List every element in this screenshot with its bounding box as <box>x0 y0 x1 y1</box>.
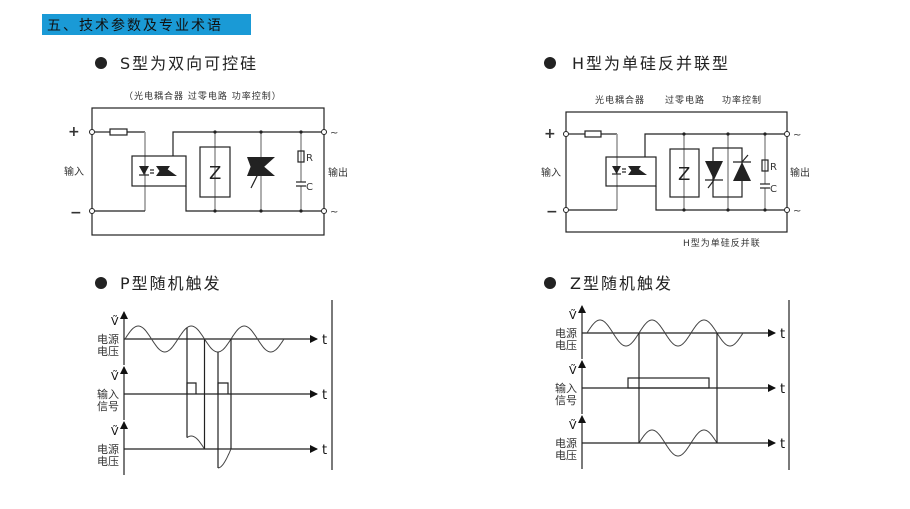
section-header-title: 五、技术参数及专业术语 <box>47 17 223 34</box>
input-pulse <box>627 377 710 389</box>
svg-text:~: ~ <box>330 128 338 139</box>
zero-cross-box <box>199 146 231 198</box>
svg-text:+: + <box>68 124 80 140</box>
output-label: 输出 <box>790 166 810 179</box>
svg-text:功率控制: 功率控制 <box>722 94 762 106</box>
row-label: 电源 <box>97 332 119 346</box>
svg-text:~: ~ <box>793 130 801 141</box>
input-pulse <box>186 382 197 394</box>
input-label: 输入 <box>541 166 561 179</box>
t-label: t <box>322 443 327 458</box>
output-half-wave <box>217 448 232 469</box>
svg-text:Z: Z <box>209 163 221 184</box>
output-wave <box>638 429 718 457</box>
svg-text:R: R <box>306 153 313 164</box>
row-label: 电源 <box>97 442 119 456</box>
section-header-bar <box>42 14 251 35</box>
v-label: Ṽ <box>569 419 577 432</box>
output-half-wave <box>186 435 205 450</box>
row-label: 电压 <box>555 449 577 462</box>
input-label: 输入 <box>64 165 84 178</box>
svg-text:Z: Z <box>678 164 690 185</box>
row-label: 电压 <box>97 345 119 358</box>
v-label: Ṽ <box>111 425 119 438</box>
row-label: 信号 <box>555 394 577 407</box>
bullet-icon <box>95 277 107 289</box>
v-label: Ṽ <box>111 315 119 328</box>
s-type-circuit: Z R C <box>89 107 327 236</box>
bullet-icon <box>95 57 107 69</box>
triac-icon <box>247 157 275 189</box>
t-label: t <box>780 382 785 397</box>
row-label: 电源 <box>555 436 577 450</box>
t-label: t <box>322 333 327 348</box>
input-pulse <box>217 382 229 394</box>
h-type-caption: H型为单硅反并联 <box>683 237 761 249</box>
row-label: 电压 <box>97 455 119 468</box>
optocoupler-icon <box>605 156 657 187</box>
svg-text:+: + <box>544 126 556 142</box>
resistor-icon <box>584 130 602 138</box>
z-type-title: Z型随机触发 <box>570 274 673 293</box>
bullet-icon <box>544 277 556 289</box>
resistor-r-icon <box>297 150 305 163</box>
svg-text:−: − <box>70 205 82 221</box>
row-label: 输入 <box>97 387 119 401</box>
resistor-icon <box>109 128 128 136</box>
t-label: t <box>780 327 785 342</box>
v-label: Ṽ <box>111 370 119 383</box>
svg-text:过零电路: 过零电路 <box>665 94 705 106</box>
h-type-circuit: Z R C <box>563 111 790 233</box>
resistor-r-icon <box>761 159 769 172</box>
t-label: t <box>780 437 785 452</box>
svg-text:光电耦合器: 光电耦合器 <box>595 94 645 106</box>
h-type-title: H型为单硅反并联型 <box>572 54 730 73</box>
v-label: Ṽ <box>569 309 577 322</box>
p-type-title: P型随机触发 <box>120 274 222 293</box>
optocoupler-icon <box>131 155 187 187</box>
bullet-icon <box>544 57 556 69</box>
scr-pair-icon <box>705 154 751 189</box>
row-label: 电压 <box>555 339 577 352</box>
svg-text:~: ~ <box>793 206 801 217</box>
row-label: 信号 <box>97 400 119 413</box>
zero-cross-box <box>669 148 700 198</box>
svg-text:−: − <box>546 204 558 220</box>
svg-text:~: ~ <box>330 207 338 218</box>
v-label: Ṽ <box>569 364 577 377</box>
svg-text:R: R <box>770 162 777 173</box>
s-type-subtitle: （光电耦合器 过零电路 功率控制） <box>124 90 282 102</box>
t-label: t <box>322 388 327 403</box>
svg-text:C: C <box>306 182 313 193</box>
output-label: 输出 <box>328 166 348 179</box>
row-label: 电源 <box>555 326 577 340</box>
svg-text:C: C <box>770 184 777 195</box>
row-label: 输入 <box>555 381 577 395</box>
s-type-title: S型为双向可控硅 <box>120 54 258 73</box>
